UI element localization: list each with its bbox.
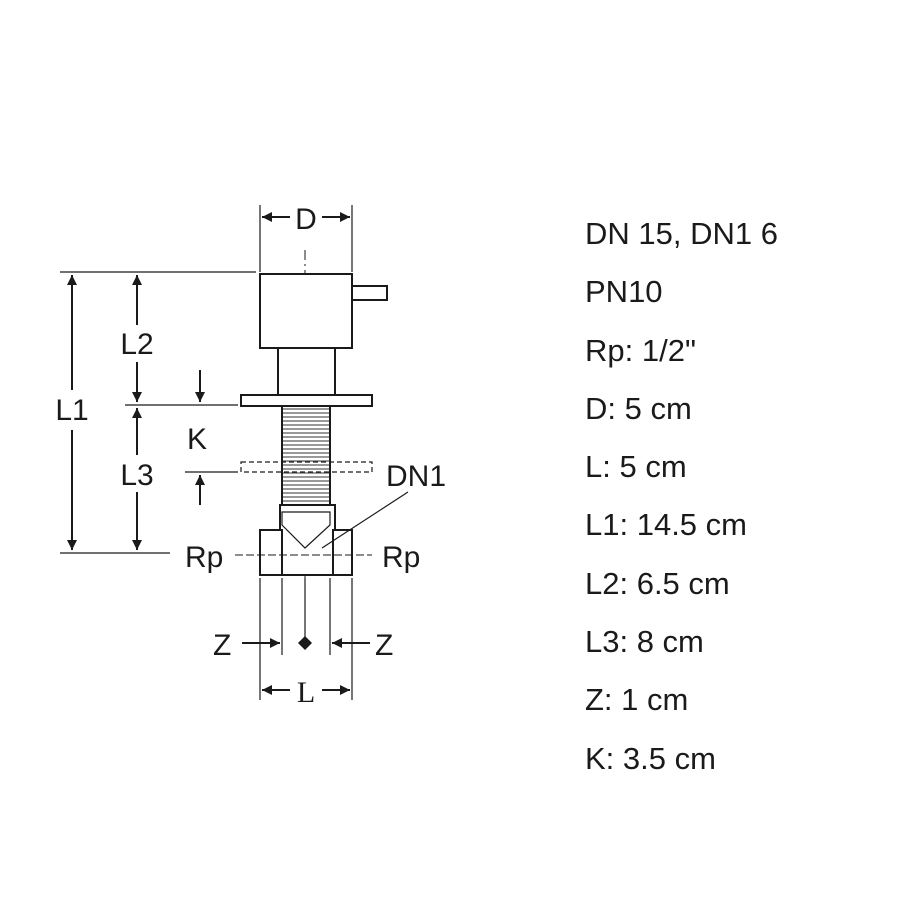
label-L2: L2 [120,328,153,361]
spec-rp: Rp: 1/2" [585,332,696,368]
spec-l3: L3: 8 cm [585,624,704,660]
spec-d: D: 5 cm [585,390,692,426]
label-L1: L1 [55,394,88,427]
spec-list: DN 15, DN1 6 PN10 Rp: 1/2" D: 5 cm L: 5 … [585,205,778,788]
tee-middle [279,504,336,576]
valve-stem [277,347,336,396]
tee-left-end [259,529,283,576]
label-Z-left: Z [213,629,231,662]
label-L: L [297,676,315,709]
threaded-body [281,405,331,506]
valve-head [259,273,353,349]
label-Z-right: Z [375,629,393,662]
label-L3: L3 [120,459,153,492]
valve-knob [351,285,388,301]
label-D: D [295,203,317,236]
spec-l2: L2: 6.5 cm [585,565,730,601]
spec-l: L: 5 cm [585,449,687,485]
label-Rp-left: Rp [185,541,223,574]
spec-dn: DN 15, DN1 6 [585,216,778,251]
spec-z: Z: 1 cm [585,682,689,718]
spec-pn: PN10 [585,274,663,310]
flange [240,394,373,407]
label-DN: DN1 [386,460,446,493]
label-K: K [187,423,207,456]
tee-right-end [332,529,353,576]
mounting-nut-dashed [240,461,373,473]
spec-k: K: 3.5 cm [585,740,716,776]
spec-l1: L1: 14.5 cm [585,507,747,543]
label-Rp-right: Rp [382,541,420,574]
